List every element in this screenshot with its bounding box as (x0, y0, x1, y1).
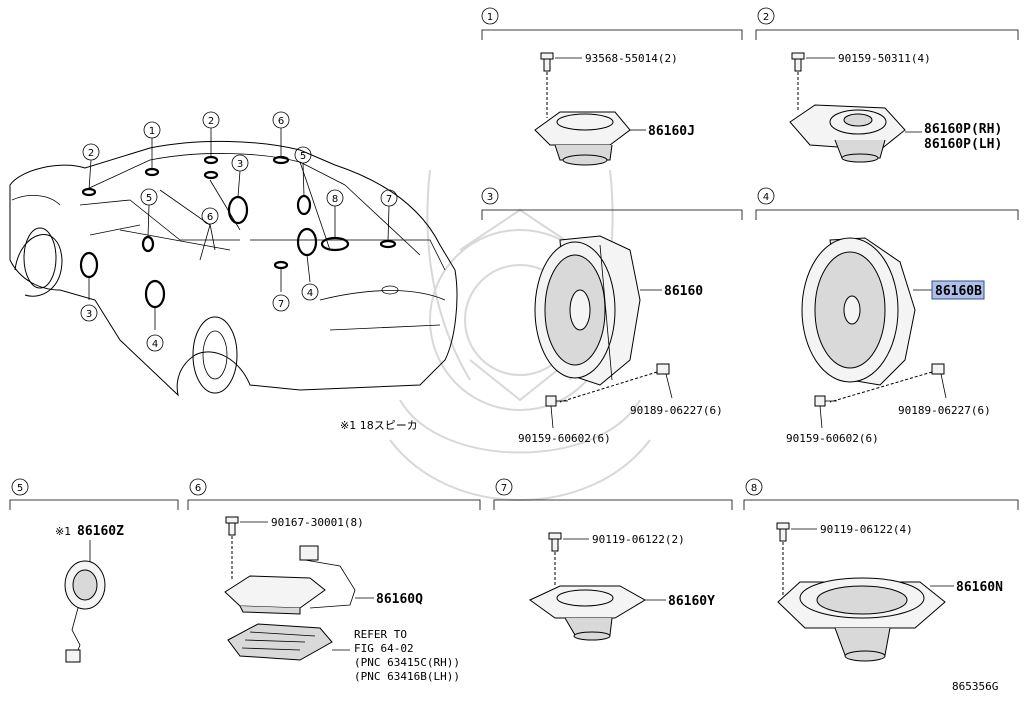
svg-text:5: 5 (146, 193, 152, 204)
section-6-refer-line-3[interactable]: (PNC 63415C(RH)) (354, 656, 460, 669)
bolt-icon (791, 52, 805, 72)
section-8-speaker-part[interactable]: 86160N (956, 580, 1003, 595)
section-3: 3 86160 90189-06227(6) 90159-60602(6) (481, 187, 743, 445)
car-marker: 5 (140, 188, 158, 206)
svg-text:4: 4 (307, 288, 313, 299)
cover-panel-icon (227, 623, 333, 661)
section-6-callout: 6 (195, 483, 201, 494)
car-marker: 3 (231, 154, 249, 172)
car-leader-lines (88, 128, 390, 330)
speaker-86160n-icon (777, 577, 946, 662)
section-4-callout: 4 (763, 192, 769, 203)
section-2: 2 90159-50311(4) 86160P(RH) 86160P(LH) (755, 7, 1019, 163)
svg-text:1: 1 (149, 126, 155, 137)
section-8-callout: 8 (751, 483, 757, 494)
section-6-refer-line-2[interactable]: FIG 64-02 (354, 642, 414, 655)
car-marker: 6 (272, 111, 290, 129)
section-1: 1 93568-55014(2) 86160J (481, 7, 743, 166)
car-marker: 6 (201, 207, 219, 225)
section-1-bolt-part[interactable]: 93568-55014(2) (585, 52, 678, 65)
amplifier-86160q-icon (224, 545, 356, 615)
section-8-bolt-part[interactable]: 90119-06122(4) (820, 523, 913, 536)
car-marker: 2 (82, 143, 100, 161)
section-1-speaker-part[interactable]: 86160J (648, 124, 695, 139)
speaker-86160z-icon (64, 560, 106, 663)
section-4-clip-part[interactable]: 90189-06227(6) (898, 404, 991, 417)
section-3-clip-part[interactable]: 90189-06227(6) (630, 404, 723, 417)
svg-text:2: 2 (208, 116, 214, 127)
section-5: 5 ※1 86160Z (9, 478, 179, 663)
bolt-icon (540, 52, 554, 72)
car-marker: 2 (202, 111, 220, 129)
section-3-callout: 3 (487, 192, 493, 203)
note-18-speaker: ※1 18スピーカ (340, 419, 418, 432)
svg-text:7: 7 (278, 299, 284, 310)
clip-icon (931, 363, 945, 375)
car-marker: 5 (294, 146, 312, 164)
car-marker: 4 (146, 334, 164, 352)
svg-text:4: 4 (152, 339, 158, 350)
svg-text:7: 7 (386, 194, 392, 205)
car-speaker-rings (79, 155, 397, 309)
svg-text:3: 3 (86, 309, 92, 320)
bolt-icon (548, 532, 562, 552)
section-8: 8 90119-06122(4) 86160N (743, 478, 1019, 662)
speaker-86160p-icon (789, 104, 906, 163)
car-marker: 7 (272, 294, 290, 312)
highlight-box (931, 280, 985, 300)
car-marker: 3 (80, 304, 98, 322)
speaker-86160y-icon (529, 585, 646, 641)
screw-icon (814, 395, 837, 407)
section-5-speaker-part[interactable]: 86160Z (77, 524, 124, 539)
figure-code: 865356G (952, 680, 998, 693)
svg-text:3: 3 (237, 159, 243, 170)
section-6-refer-line-4[interactable]: (PNC 63416B(LH)) (354, 670, 460, 683)
car-marker: 4 (301, 283, 319, 301)
section-2-bolt-part[interactable]: 90159-50311(4) (838, 52, 931, 65)
section-7-callout: 7 (501, 483, 507, 494)
car-markers: 2 1 2 6 3 5 5 6 8 7 3 7 4 4 (80, 111, 398, 352)
svg-text:6: 6 (278, 116, 284, 127)
section-5-note-mark: ※1 (55, 525, 71, 538)
section-1-callout: 1 (487, 12, 493, 23)
car-marker: 7 (380, 189, 398, 207)
speaker-86160-icon (534, 235, 641, 386)
section-6: 6 90167-30001(8) 86160Q REFER TO FIG 64-… (187, 478, 481, 683)
clip-icon (656, 363, 670, 375)
svg-text:5: 5 (300, 151, 306, 162)
section-6-amplifier-part[interactable]: 86160Q (376, 592, 423, 607)
section-4: 4 86160B 90189-06227(6) 90159-60602(6) (755, 187, 1019, 445)
svg-text:8: 8 (332, 194, 338, 205)
section-6-refer-line-1: REFER TO (354, 628, 407, 641)
section-3-screw-part[interactable]: 90159-60602(6) (518, 432, 611, 445)
car-marker: 8 (326, 189, 344, 207)
section-7: 7 90119-06122(2) 86160Y (493, 478, 733, 641)
section-3-speaker-part[interactable]: 86160 (664, 284, 703, 299)
bolt-icon (225, 516, 239, 536)
section-4-screw-part[interactable]: 90159-60602(6) (786, 432, 879, 445)
section-2-speaker-rh-part[interactable]: 86160P(RH) (924, 122, 1002, 137)
section-2-callout: 2 (763, 12, 769, 23)
section-6-bolt-part[interactable]: 90167-30001(8) (271, 516, 364, 529)
speaker-86160b-icon (801, 237, 916, 386)
bolt-icon (776, 522, 790, 542)
section-7-bolt-part[interactable]: 90119-06122(2) (592, 533, 685, 546)
speaker-86160j-icon (534, 111, 631, 166)
section-5-callout: 5 (17, 483, 23, 494)
section-7-speaker-part[interactable]: 86160Y (668, 594, 715, 609)
section-4-speaker-part[interactable]: 86160B (935, 284, 982, 299)
section-2-speaker-lh-part[interactable]: 86160P(LH) (924, 137, 1002, 152)
svg-text:2: 2 (88, 148, 94, 159)
car-overview (9, 140, 458, 397)
car-marker: 1 (143, 121, 161, 139)
svg-text:6: 6 (207, 212, 213, 223)
